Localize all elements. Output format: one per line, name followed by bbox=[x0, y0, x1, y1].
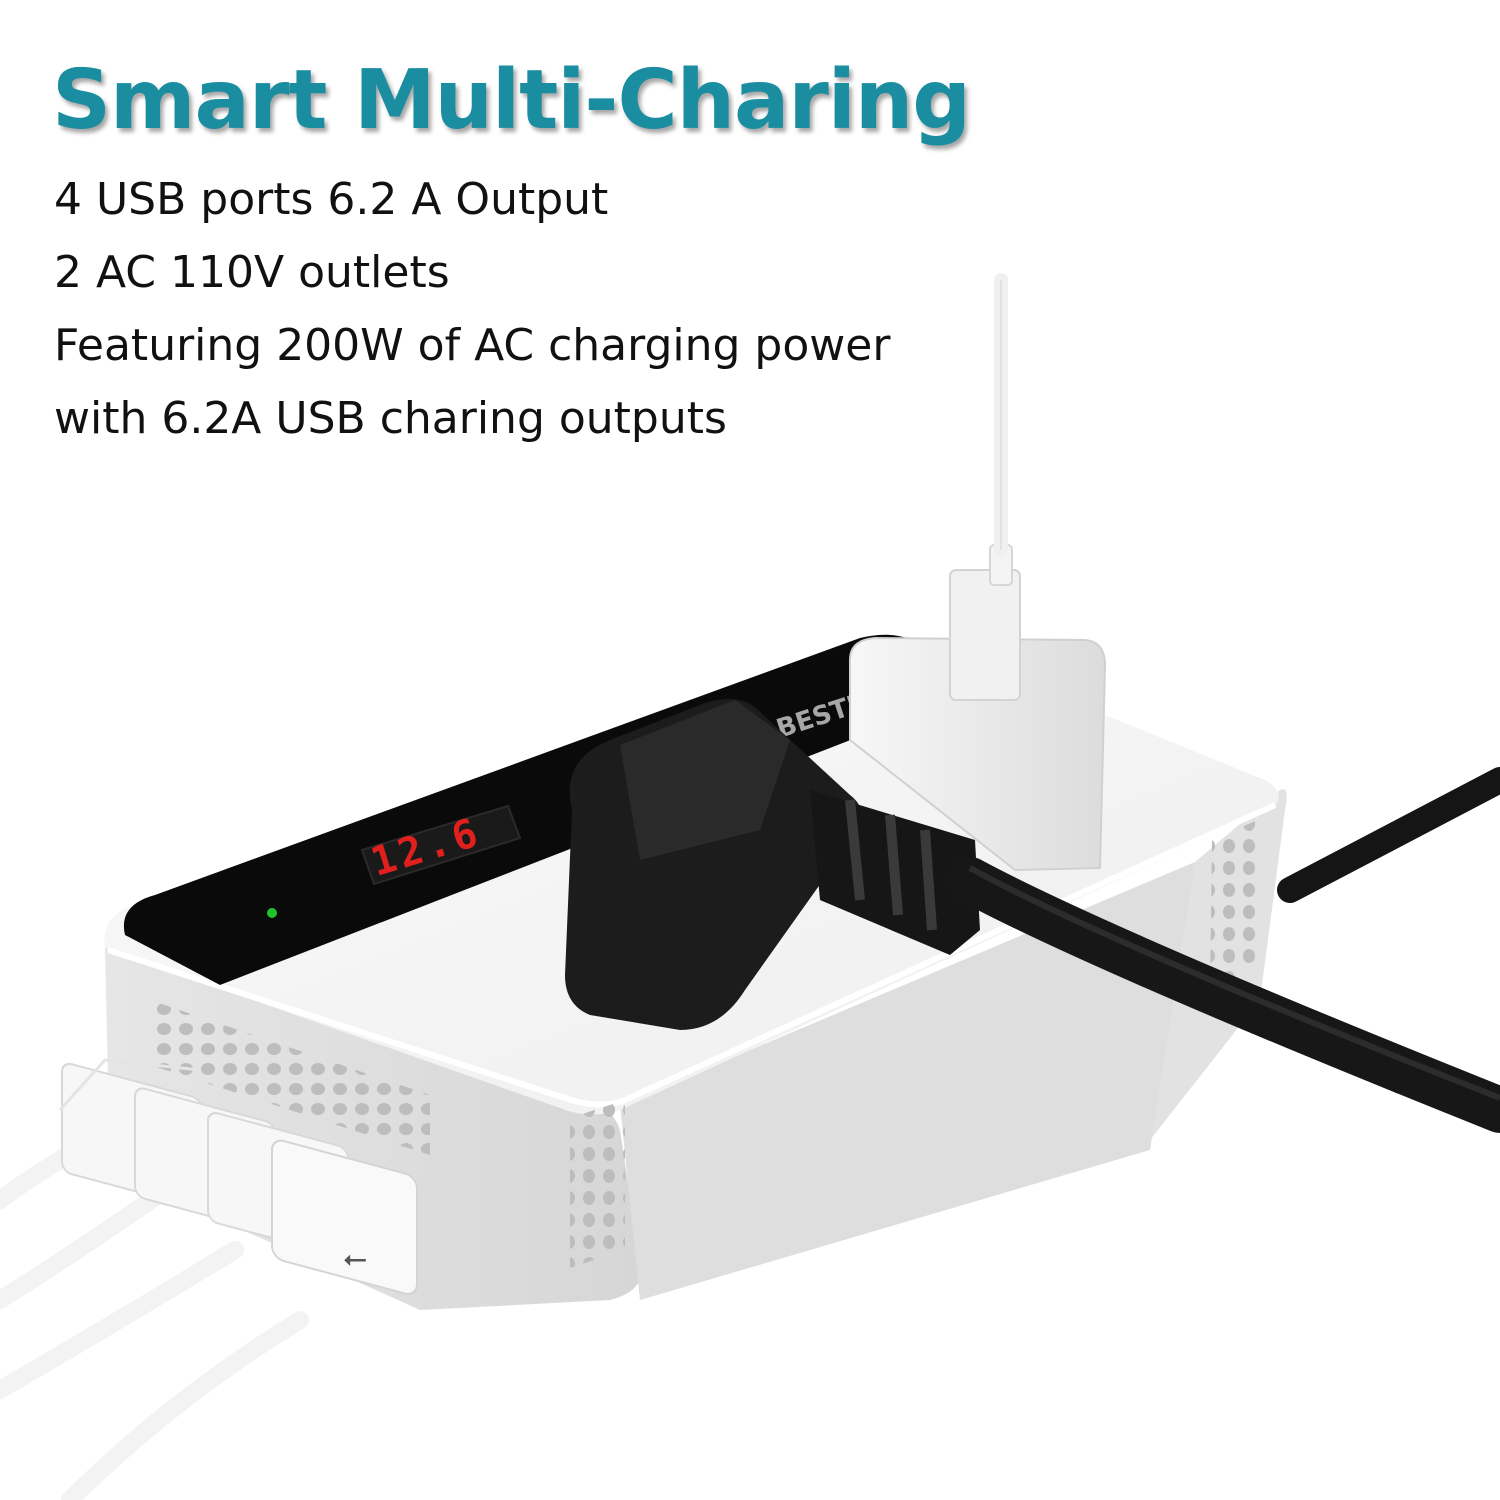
headline: Smart Multi-Charing bbox=[52, 53, 971, 148]
status-led bbox=[267, 908, 277, 918]
side-vents-right bbox=[1210, 818, 1262, 990]
ac-cable-back bbox=[1277, 767, 1500, 903]
feature-ac-power: Featuring 200W of AC charging power bbox=[54, 320, 891, 371]
feature-ac-outlets: 2 AC 110V outlets bbox=[54, 247, 450, 298]
usb-plugs: ⭠ bbox=[0, 1058, 418, 1500]
feature-list: 4 USB ports 6.2 A Output 2 AC 110V outle… bbox=[54, 172, 890, 464]
usb-symbol-icon: ⭠ bbox=[343, 1241, 367, 1276]
control-panel bbox=[123, 634, 1006, 985]
feature-usb-output: with 6.2A USB charing outputs bbox=[54, 393, 727, 444]
ac-plug bbox=[565, 698, 1500, 1133]
usb-plug-4: ⭠ bbox=[61, 1139, 418, 1500]
feature-usb-ports: 4 USB ports 6.2 A Output bbox=[54, 174, 609, 225]
white-usb-adapter bbox=[849, 273, 1107, 872]
side-vents-left bbox=[570, 1100, 625, 1268]
front-vents bbox=[150, 1000, 430, 1155]
